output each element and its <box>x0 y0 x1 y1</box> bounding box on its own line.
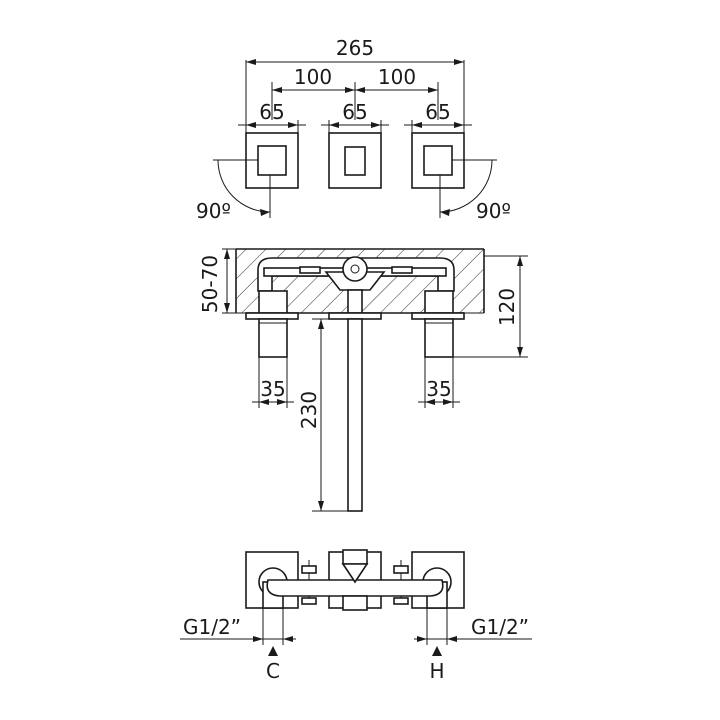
side-view: 50-70 120 35 35 <box>198 248 528 512</box>
cold-supply-marker: C <box>266 646 280 683</box>
hot-supply-marker: H <box>429 646 445 683</box>
plate-left-label: 65 <box>259 100 284 124</box>
cold-arrow-icon <box>268 646 278 656</box>
hot-arrow-icon <box>432 646 442 656</box>
overall-width-dimension: 265 <box>246 36 464 65</box>
plan-view: G1/2” G1/2” C H <box>180 549 532 683</box>
right-connection-dimension: G1/2” <box>414 608 532 645</box>
right-handle-side <box>411 290 465 358</box>
center-spout-plate <box>328 132 382 189</box>
handle-spacing-dimension: 100 100 <box>272 65 438 93</box>
spout-plan <box>341 549 369 611</box>
plan-body-bar <box>266 579 444 597</box>
rotation-left-label: 90º <box>196 199 231 223</box>
cold-supply-label: C <box>266 659 280 683</box>
wall-depth-label: 50-70 <box>198 255 222 313</box>
plate-right-label: 65 <box>425 100 450 124</box>
overall-width-label: 265 <box>336 36 374 60</box>
spout-length-dimension: 230 <box>297 318 348 512</box>
front-view: 265 100 100 65 65 65 <box>196 36 511 223</box>
spout-side <box>328 289 382 512</box>
left-connection-dimension: G1/2” <box>180 608 296 645</box>
hot-supply-label: H <box>429 659 444 683</box>
handle-left-label: 35 <box>260 377 285 401</box>
handle-diameter-dimensions: 35 35 <box>252 357 460 408</box>
plate-center-label: 65 <box>342 100 367 124</box>
right-rotation-indicator: 90º <box>439 159 511 223</box>
connection-left-label: G1/2” <box>183 615 241 639</box>
spout-length-label: 230 <box>297 391 321 429</box>
projection-label: 120 <box>495 288 519 326</box>
wall-depth-dimension: 50-70 <box>198 248 246 314</box>
connection-right-label: G1/2” <box>471 615 529 639</box>
spacing-left-label: 100 <box>294 65 332 89</box>
rotation-right-label: 90º <box>476 199 511 223</box>
spacing-right-label: 100 <box>378 65 416 89</box>
left-handle-side <box>245 290 299 358</box>
front-extension-lines <box>245 60 465 133</box>
concealed-body <box>257 256 455 292</box>
plate-width-dimensions: 65 65 65 <box>238 100 472 128</box>
handle-right-label: 35 <box>426 377 451 401</box>
left-rotation-indicator: 90º <box>196 159 271 223</box>
projection-dimension: 120 <box>453 255 528 358</box>
